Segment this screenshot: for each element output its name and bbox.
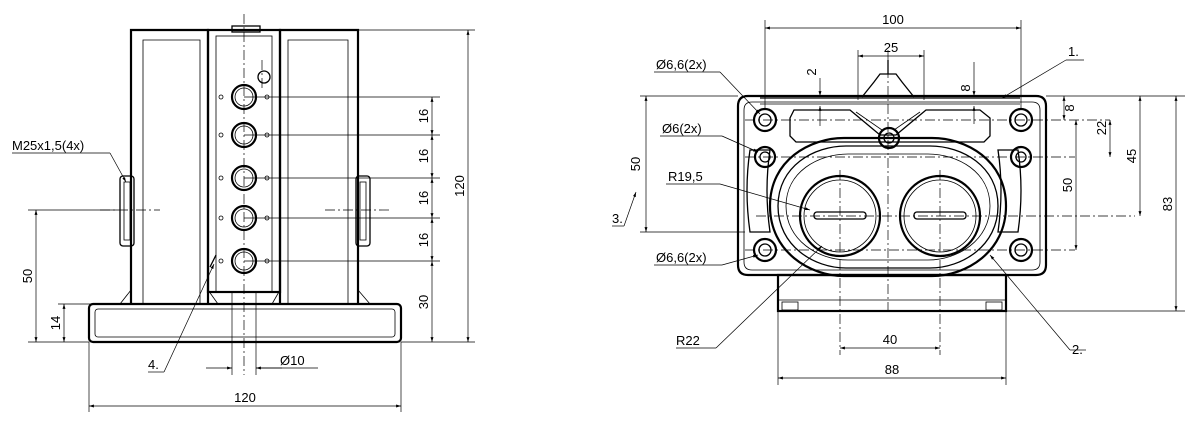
radius-large: R22 [676, 333, 700, 348]
dim-top-width: 100 [882, 12, 904, 27]
left-side-cutout [746, 149, 1022, 233]
inner-chamber [768, 136, 1008, 278]
dim-hole-pitch-4: 16 [416, 233, 431, 247]
dim-side-width: 120 [234, 390, 256, 405]
thread-label: M25x1,5(4x) [12, 138, 84, 153]
dim-base-height: 14 [48, 316, 63, 330]
hole-label-top: Ø6,6(2x) [656, 57, 707, 72]
radius-small: R19,5 [668, 169, 703, 184]
dim-bottom-hole: 30 [416, 295, 431, 309]
dim-right-22: 22 [1094, 121, 1109, 135]
dim-hole-diameter: Ø10 [280, 353, 305, 368]
dim-right-45: 45 [1124, 149, 1139, 163]
dim-8-top: 8 [958, 84, 973, 91]
dim-right-83: 83 [1160, 197, 1175, 211]
dim-right-8: 8 [1062, 104, 1077, 111]
dim-slot-width: 25 [884, 40, 898, 55]
dim-hole-pitch-1: 16 [416, 109, 431, 123]
dim-bottom-88: 88 [885, 362, 899, 377]
cable-gland-right [355, 175, 371, 247]
flange-plate [736, 94, 1048, 277]
dim-center-40: 40 [883, 332, 897, 347]
dim-hole-pitch-3: 16 [416, 191, 431, 205]
right-housing [271, 28, 371, 305]
callout-2: 2. [1072, 342, 1083, 357]
dim-2: 2 [804, 68, 819, 75]
hole-column [209, 70, 271, 275]
actuator [760, 60, 1020, 143]
left-housing [119, 28, 219, 305]
base-plate [87, 302, 403, 344]
dim-center-height: 50 [20, 269, 35, 283]
hole-label-mid: Ø6(2x) [662, 121, 702, 136]
dim-side-height: 120 [452, 175, 467, 197]
dim-right-50: 50 [1060, 178, 1075, 192]
callout-3: 3. [612, 211, 623, 226]
callout-1: 1. [1068, 44, 1079, 59]
dim-left-50: 50 [628, 157, 643, 171]
hole-label-bottom: Ø6,6(2x) [656, 250, 707, 265]
cable-gland-left [119, 175, 135, 247]
dim-hole-pitch-2: 16 [416, 149, 431, 163]
side-view: M25x1,5(4x) 16 16 16 16 30 120 50 14 Ø10… [12, 14, 475, 412]
top-view: 100 25 2 8 Ø6,6(2x) Ø6(2x) Ø6,6(2x) R19,… [612, 12, 1185, 385]
bottom-housing [776, 273, 1008, 313]
callout-4: 4. [148, 357, 159, 372]
